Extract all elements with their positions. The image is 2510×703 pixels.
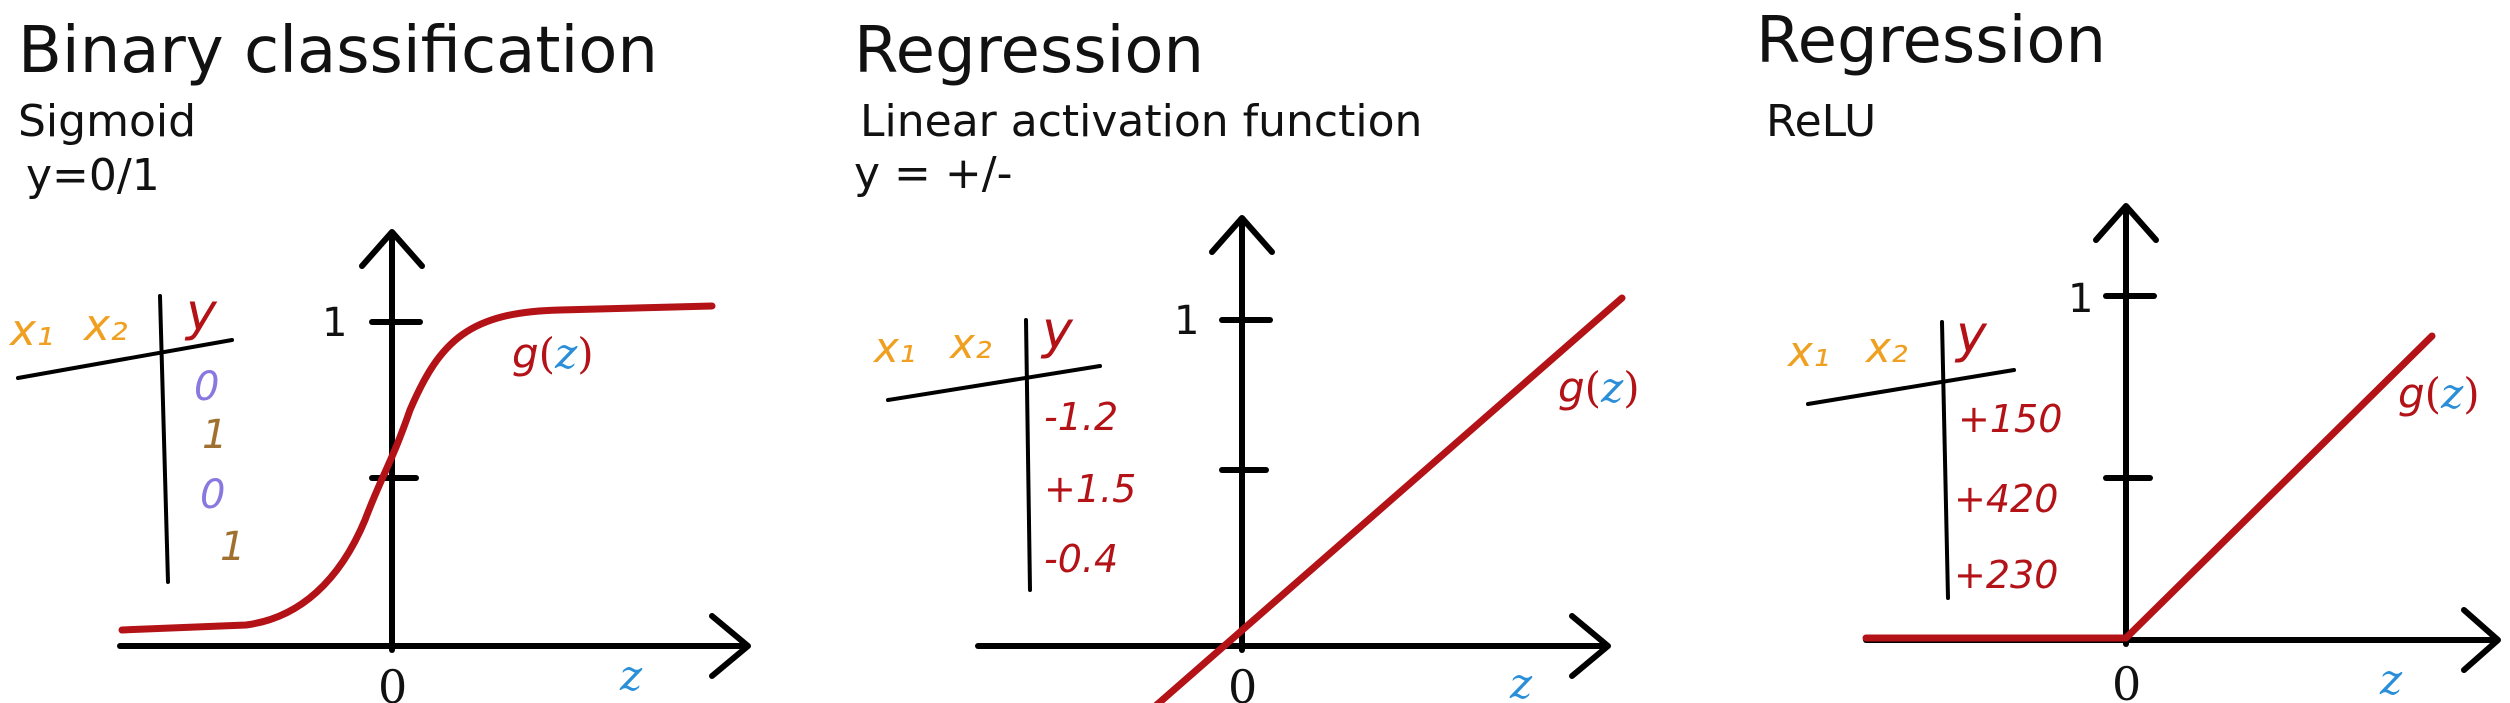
panel-title: Regression	[854, 14, 1205, 88]
table-divider-line	[158, 294, 170, 584]
z-axis-label: z	[1509, 659, 1533, 703]
z-axis-label: z	[2379, 655, 2403, 703]
activation-name: ReLU	[1766, 96, 1877, 147]
z-axis-label: z	[619, 651, 643, 700]
function-z: z	[1600, 363, 1624, 412]
function-close-paren: )	[577, 329, 593, 378]
x1-label: x₁	[8, 305, 54, 356]
y-axis-arrowhead	[1209, 215, 1275, 255]
activation-name: Sigmoid	[18, 96, 197, 147]
y-tick-label: 1	[2068, 276, 2093, 322]
function-g: g	[512, 329, 539, 378]
table-header-line	[886, 364, 1102, 402]
y-label: y	[184, 283, 218, 343]
y-value: 1	[220, 524, 245, 570]
y-axis-arrowhead	[359, 229, 425, 269]
sigmoid-curve	[118, 302, 716, 634]
linear-diagram: x₁ x₂ y -1.2 +1.5 -0.4 1 0 z g(z)	[872, 215, 1640, 703]
x1-label: x₁	[872, 323, 916, 372]
x2-label: x₂	[1864, 323, 1908, 372]
y-value: +420	[1954, 477, 2058, 521]
function-label: g(z)	[1558, 363, 1640, 412]
sigmoid-diagram: x₁ x₂ y 0 1 0 1 1 0 z g(z)	[8, 229, 751, 703]
linear-line	[1153, 294, 1626, 703]
function-close-paren: )	[2463, 369, 2479, 418]
target-description: y=0/1	[26, 150, 160, 201]
function-g: g	[1558, 363, 1585, 412]
function-open-paren: (	[1585, 363, 1601, 412]
function-label: g(z)	[512, 329, 594, 378]
y-axis-arrowhead	[2093, 203, 2159, 243]
panel-title: Regression	[1756, 4, 2107, 78]
x2-label: x₂	[82, 300, 128, 351]
origin-label: 0	[1228, 660, 1257, 703]
y-value: 0	[200, 472, 225, 518]
function-z: z	[2440, 369, 2464, 418]
target-description: y = +/-	[854, 148, 1013, 199]
x-axis-arrowhead	[709, 613, 751, 679]
y-value: +150	[1958, 397, 2062, 441]
y-tick-label: 1	[322, 300, 347, 346]
table-divider-line	[1940, 320, 1950, 600]
function-z: z	[554, 329, 578, 378]
origin-label: 0	[378, 660, 407, 703]
x1-label: x₁	[1786, 327, 1830, 376]
y-value: -0.4	[1044, 537, 1118, 581]
table-divider-line	[1024, 318, 1032, 592]
axes: 1 0 z	[975, 215, 1611, 703]
table-header-line	[1806, 368, 2016, 406]
panel-title: Binary classification	[18, 14, 658, 88]
axes: 1 0 z	[1863, 203, 2501, 703]
relu-curve	[1862, 332, 2436, 642]
y-label: y	[1954, 305, 1988, 365]
y-label: y	[1040, 301, 1074, 361]
function-g: g	[2398, 369, 2425, 418]
function-label: g(z)	[2398, 369, 2480, 418]
activation-name: Linear activation function	[860, 96, 1423, 147]
panel-sigmoid: Binary classification Sigmoid y=0/1 x₁ x…	[0, 0, 830, 703]
x-axis-arrowhead	[1569, 613, 1611, 679]
function-close-paren: )	[1623, 363, 1639, 412]
y-tick-label: 1	[1174, 298, 1199, 344]
data-table: x₁ x₂ y -1.2 +1.5 -0.4	[872, 301, 1136, 592]
x2-label: x₂	[948, 319, 992, 368]
panel-relu: Regression ReLU x₁ x₂ y +150 +420 +230 1…	[1660, 0, 2510, 703]
function-open-paren: (	[539, 329, 555, 378]
y-value: -1.2	[1044, 395, 1118, 439]
y-value: +230	[1954, 553, 2058, 597]
y-value: 0	[194, 364, 219, 410]
panel-linear: Regression Linear activation function y …	[830, 0, 1660, 703]
data-table: x₁ x₂ y 0 1 0 1	[8, 283, 245, 584]
relu-diagram: x₁ x₂ y +150 +420 +230 1 0 z g(z)	[1786, 203, 2501, 703]
axes: 1 0 z	[117, 229, 751, 703]
data-table: x₁ x₂ y +150 +420 +230	[1786, 305, 2062, 600]
y-value: 1	[202, 412, 227, 458]
origin-label: 0	[2112, 657, 2141, 703]
y-value: +1.5	[1044, 467, 1136, 511]
x-axis-arrowhead	[2461, 607, 2501, 673]
function-open-paren: (	[2425, 369, 2441, 418]
table-header-line	[16, 338, 234, 380]
